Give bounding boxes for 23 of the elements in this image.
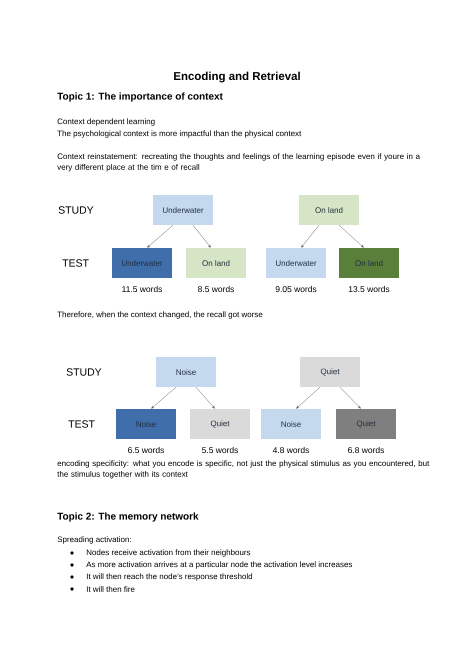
arrow (151, 386, 176, 409)
word-count-label: 6.8 words (348, 446, 384, 454)
arrow (192, 224, 211, 248)
title: Encoding and Retrieval (174, 72, 300, 82)
word-count-label: 9.05 words (276, 286, 316, 292)
word-count-label: 4.8 words (272, 446, 310, 454)
arrow (196, 386, 215, 409)
arrow (301, 224, 320, 248)
row-label: TEST (68, 420, 95, 428)
arrow (147, 224, 174, 248)
section-heading: Topic 2: The memory network (57, 512, 199, 522)
word-count-label: 5.5 words (202, 446, 238, 454)
row-label: STUDY (58, 206, 94, 214)
section-heading: Topic 1: The importance of context (57, 92, 223, 102)
arrow (340, 386, 361, 409)
word-count-label: 13.5 words (348, 286, 390, 292)
word-count-label: 11.5 words (122, 286, 162, 292)
row-label: TEST (62, 259, 89, 267)
word-count-label: 6.5 words (128, 446, 164, 454)
arrow (338, 224, 364, 248)
word-count-label: 8.5 words (198, 286, 234, 292)
row-label: STUDY (66, 368, 102, 376)
arrow (296, 386, 320, 409)
